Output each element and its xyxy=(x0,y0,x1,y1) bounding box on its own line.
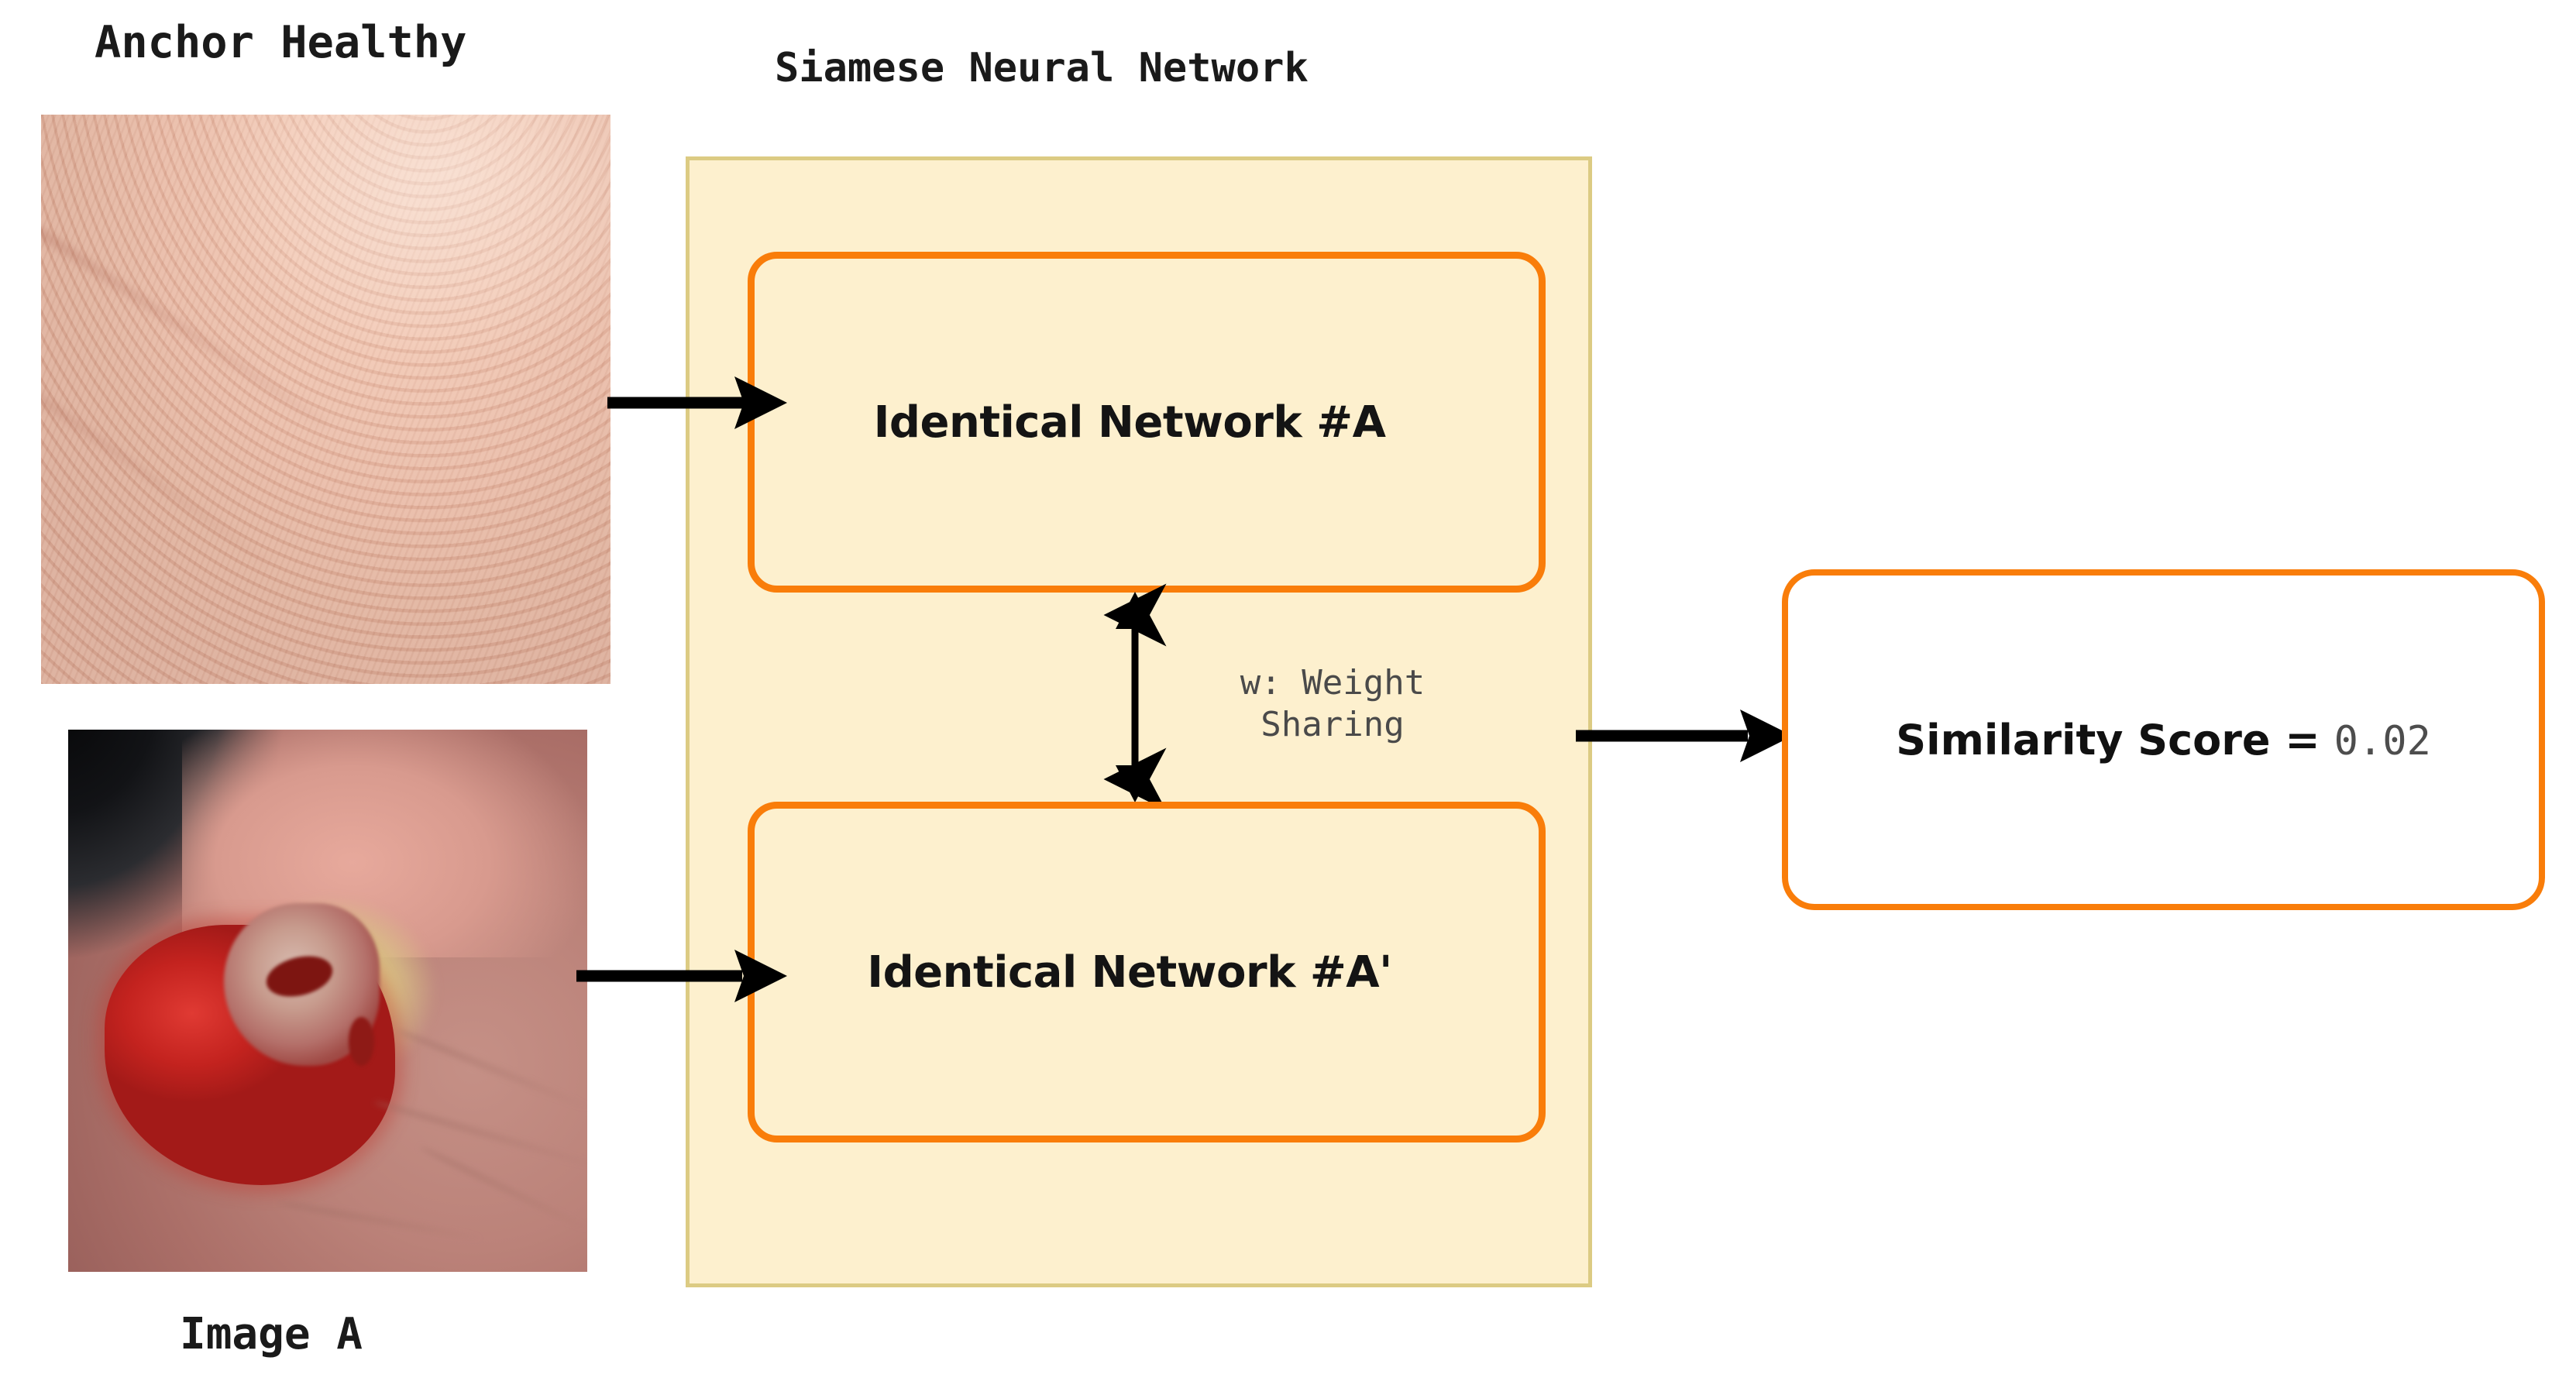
similarity-score-label: Similarity Score = xyxy=(1896,715,2320,765)
skin-wrinkle xyxy=(373,1098,587,1170)
weight-sharing-label: w: Weight Sharing xyxy=(1240,663,1426,744)
skin-ridge-pattern xyxy=(41,115,610,684)
identical-network-a-label: Identical Network #A xyxy=(873,397,1386,448)
skin-wrinkle xyxy=(277,1199,483,1242)
healthy-skin-photo xyxy=(41,115,610,684)
arrow-image-a-to-network-a-prime-icon xyxy=(576,950,787,1002)
identical-network-a-prime-label: Identical Network #A' xyxy=(867,947,1392,998)
skin-highlight xyxy=(41,115,610,684)
skin-wrinkle xyxy=(396,1027,587,1112)
similarity-score-content: Similarity Score = 0.02 xyxy=(1896,716,2431,765)
arrow-anchor-to-network-a-icon xyxy=(607,376,787,429)
similarity-score-box[interactable]: Similarity Score = 0.02 xyxy=(1782,569,2545,910)
anchor-healthy-caption: Anchor Healthy xyxy=(95,17,467,68)
identical-network-a-box[interactable]: Identical Network #A xyxy=(748,252,1546,593)
weight-sharing-double-arrow-icon xyxy=(1103,583,1167,811)
siamese-network-title: Siamese Neural Network xyxy=(775,45,1309,91)
wound-photo xyxy=(68,730,587,1272)
arrow-network-to-similarity-icon xyxy=(1576,710,1793,762)
identical-network-a-prime-box[interactable]: Identical Network #A' xyxy=(748,802,1546,1142)
wound-dark-spot xyxy=(348,1017,375,1066)
similarity-score-value: 0.02 xyxy=(2334,717,2431,765)
image-a-caption: Image A xyxy=(180,1309,363,1359)
